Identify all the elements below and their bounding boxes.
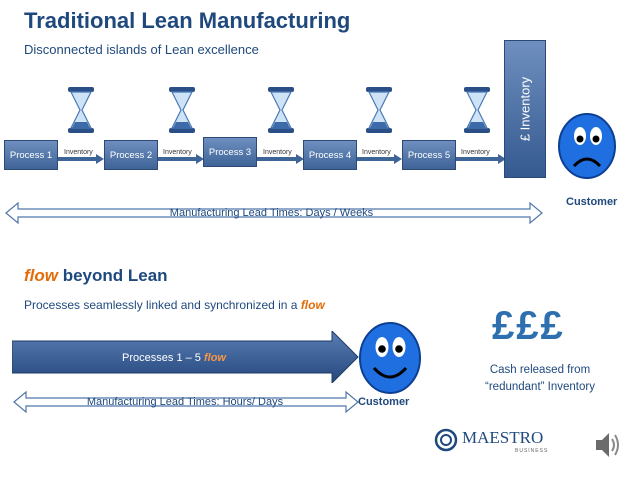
hourglass-icon xyxy=(464,87,490,133)
flow-title-word: flow xyxy=(24,266,58,285)
inventory-label: Inventory xyxy=(362,149,391,156)
flow-subtitle-text: Processes seamlessly linked and synchron… xyxy=(24,298,301,312)
inventory-label: Inventory xyxy=(263,149,292,156)
inventory-label: Inventory xyxy=(64,149,93,156)
process-box-3: Process 3 xyxy=(203,137,257,167)
sad-face-icon xyxy=(558,113,616,179)
hourglass-icon xyxy=(268,87,294,133)
page-subtitle: Disconnected islands of Lean excellence xyxy=(24,42,259,57)
inventory-label: Inventory xyxy=(461,149,490,156)
process-box-5: Process 5 xyxy=(402,140,456,170)
flow-subtitle-word: flow xyxy=(300,298,325,312)
inventory-bar: £ Inventory xyxy=(504,40,546,178)
lead-time-traditional: Manufacturing Lead Times: Days / Weeks xyxy=(169,207,374,219)
logo-text: MAESTRO xyxy=(462,428,544,447)
flow-big-arrow xyxy=(12,331,359,383)
hourglass-icon xyxy=(169,87,195,133)
hourglass-icon xyxy=(366,87,392,133)
page-title: Traditional Lean Manufacturing xyxy=(24,8,351,33)
inventory-bar-label: £ Inventory xyxy=(517,76,533,142)
lead-time-arrow-bottom xyxy=(13,390,359,414)
cash-released-text: Cash released from “redundant” Inventory xyxy=(485,364,595,393)
hourglass-icon xyxy=(68,87,94,133)
process-box-1: Process 1 xyxy=(4,140,58,170)
flow-title: flow beyond Lean xyxy=(24,266,168,286)
logo-subtext: BUSINESS xyxy=(515,448,549,454)
speaker-icon[interactable] xyxy=(594,428,622,462)
flow-title-rest: beyond Lean xyxy=(58,266,168,285)
flow-arrow-text: Processes 1 – 5 xyxy=(122,352,204,364)
process-box-2: Process 2 xyxy=(104,140,158,170)
customer-label-top: Customer xyxy=(566,196,618,208)
pounds-symbol: £££ xyxy=(492,304,565,348)
flow-arrow-word: flow xyxy=(203,352,226,364)
inventory-label: Inventory xyxy=(163,149,192,156)
lead-time-arrow-top xyxy=(5,201,543,225)
process-box-4: Process 4 xyxy=(303,140,357,170)
happy-face-icon xyxy=(359,322,421,394)
flow-subtitle: Processes seamlessly linked and synchron… xyxy=(24,298,325,312)
maestro-logo-icon xyxy=(434,428,458,452)
flow-arrow-label: Processes 1 – 5 flow xyxy=(14,352,334,364)
customer-label-bottom: Customer xyxy=(358,396,410,408)
process-connectors xyxy=(56,154,506,164)
lead-time-flow: Manufacturing Lead Times: Hours/ Days xyxy=(86,396,284,408)
